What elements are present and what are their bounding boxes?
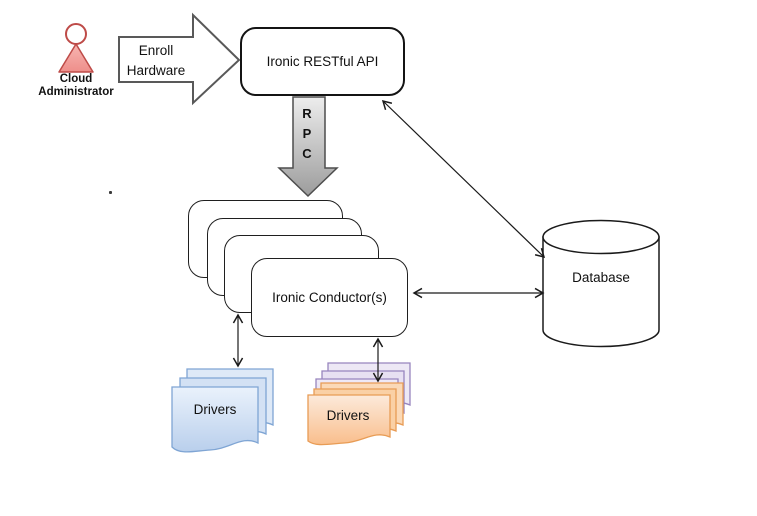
drivers-blue-label: Drivers [193,402,237,417]
database-cylinder [542,219,660,348]
cloud-administrator-icon [58,23,94,73]
database-label: Database [572,270,630,285]
person-body-icon [58,43,94,73]
person-head-icon [65,23,87,45]
drivers-orange-stack [307,362,411,446]
ironic-conductors-box: Ironic Conductor(s) [251,258,408,337]
arrow-api-database [381,99,546,259]
cloud-administrator-label: Cloud Administrator [38,73,114,98]
ironic-restful-api-label: Ironic RESTful API [266,54,379,69]
stray-dot [109,191,112,194]
rpc-block-arrow [277,96,339,198]
enroll-hardware-label: Enroll Hardware [126,43,186,78]
blue-document-front [171,386,259,453]
ironic-conductors-label: Ironic Conductor(s) [272,290,387,305]
enroll-hardware-block-arrow [118,12,241,106]
ironic-restful-api-box: Ironic RESTful API [240,27,405,96]
drivers-orange-label: Drivers [326,408,370,423]
rpc-label: RPC [302,106,312,161]
